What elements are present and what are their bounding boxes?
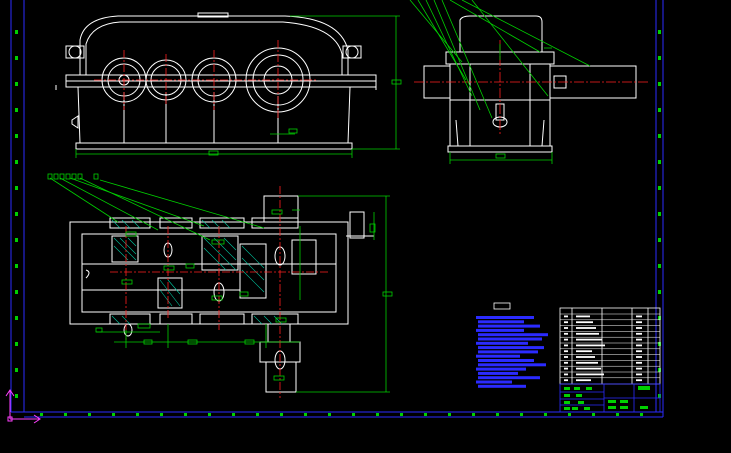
plan-view-hatching (111, 219, 283, 325)
side-view-leaders (409, 0, 591, 164)
plan-view-dimensions (47, 173, 393, 393)
ucs-axis-icon (5, 389, 41, 424)
title-block-fields (564, 386, 650, 410)
side-view-centerline (414, 40, 650, 135)
front-view-centerlines (94, 40, 318, 120)
title-block-lower (559, 383, 661, 413)
notes-heading (493, 302, 511, 310)
plan-view-centerlines (110, 186, 330, 398)
parts-list-rows (560, 313, 660, 382)
front-view-dimensions (75, 15, 402, 158)
technical-notes-block (476, 316, 548, 388)
frame-zone-ticks (15, 30, 661, 416)
drawing-frame (10, 0, 664, 418)
plan-section-view (69, 195, 374, 393)
